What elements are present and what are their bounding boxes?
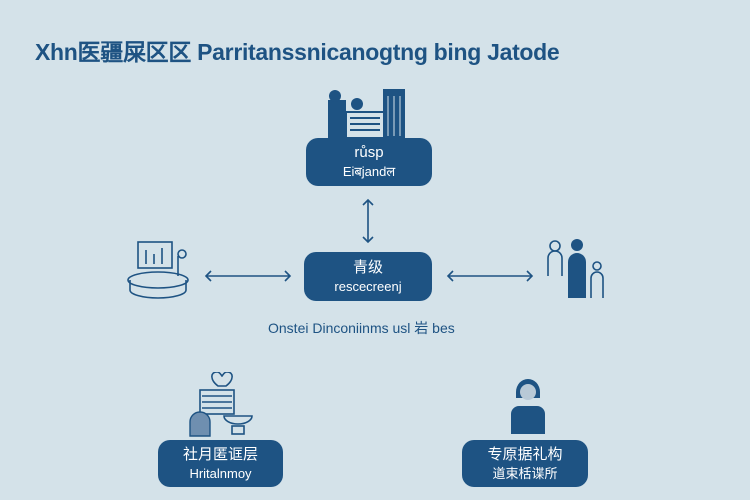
node-bottom-left-sublabel: Hritalnmoy: [189, 465, 252, 481]
node-top-sublabel: Eiबjandल: [342, 164, 396, 179]
node-top-label: růsp: [354, 144, 384, 161]
building-icon: [328, 89, 405, 139]
diagram-title: Xhn医疆屎区区 Parritanssnicanogtng bing Jatod…: [35, 39, 560, 65]
arrow-left: [446, 270, 534, 282]
node-bottom-left: 社月匿诓层 Hritalnmoy: [158, 440, 283, 487]
desk-computer-icon: [127, 241, 189, 299]
node-bottom-right: 专原据礼构 道束栝谍所: [462, 440, 588, 487]
node-center-label: 青级: [352, 258, 383, 276]
woman-avatar-icon: [511, 379, 545, 434]
node-top: růsp Eiबjandल: [306, 138, 432, 186]
care-package-icon: [189, 372, 253, 437]
node-center-sublabel: rescecreenj: [334, 278, 402, 294]
node-bottom-right-label: 专原据礼构: [487, 445, 563, 463]
node-bottom-right-sublabel: 道束栝谍所: [492, 465, 558, 481]
people-group-icon: [547, 239, 604, 298]
double-arrow-vertical: [362, 198, 374, 244]
diagram-caption: Onstei Dinconiinms usl 岩 bes: [268, 320, 455, 336]
arrow-right: [204, 270, 292, 282]
node-center: 青级 rescecreenj: [304, 252, 432, 301]
node-bottom-left-label: 社月匿诓层: [182, 445, 258, 463]
